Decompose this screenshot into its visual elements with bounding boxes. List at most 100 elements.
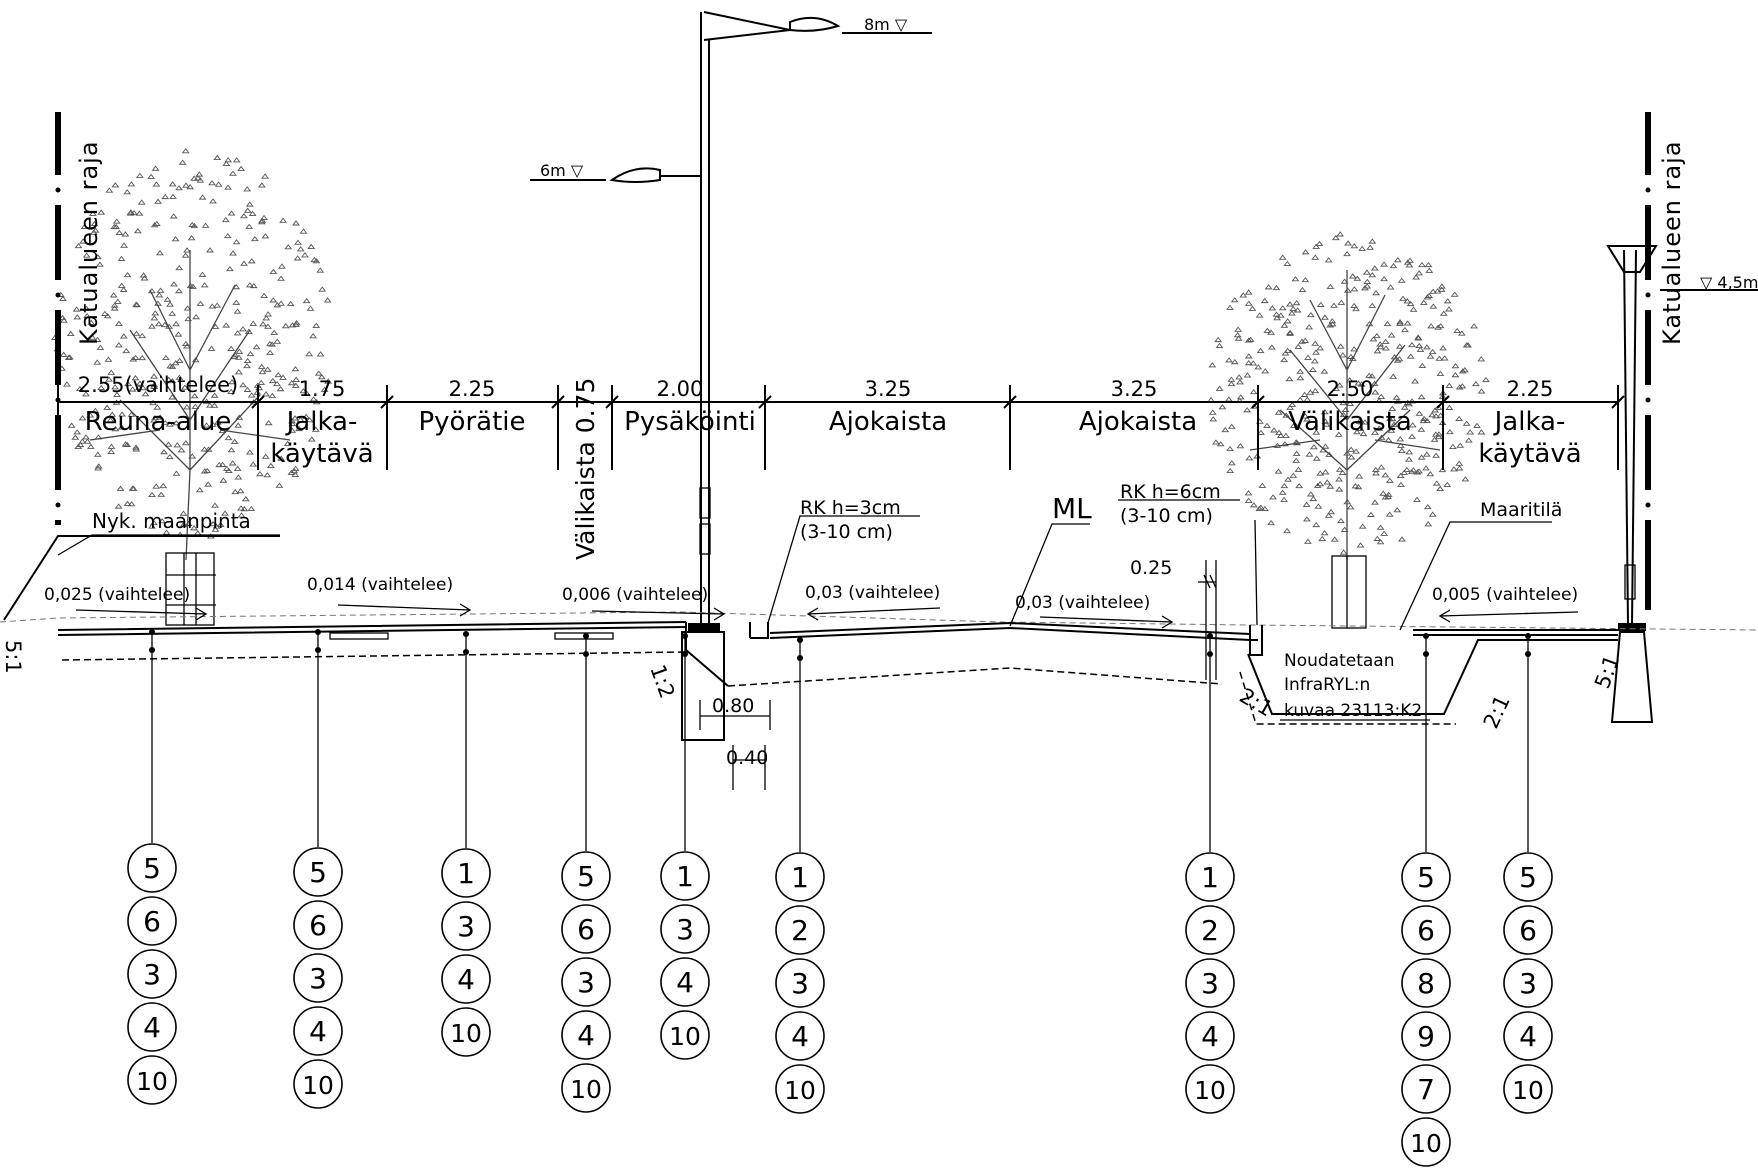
tree-leaf-mark: [82, 434, 90, 440]
tree-leaf-mark: [191, 403, 200, 409]
layer-number-circle: [1401, 852, 1451, 902]
tree-leaf-mark: [302, 390, 311, 396]
tree-leaf-mark: [1425, 292, 1433, 299]
tree-leaf-mark: [1397, 277, 1406, 283]
tree-leaf-mark: [1269, 494, 1277, 500]
tree-leaf-mark: [1315, 240, 1324, 247]
tree-leaf-mark: [1288, 401, 1297, 407]
tree-leaf-mark: [1350, 302, 1358, 309]
slope-jalka-right: 0,005 (vaihtelee): [1432, 585, 1578, 605]
tree-leaf-mark: [1381, 338, 1390, 344]
tree-leaf-mark: [1350, 243, 1359, 249]
tree-leaf-mark: [1456, 442, 1465, 448]
tree-leaf-mark: [1230, 358, 1239, 365]
tree-leaf-mark: [139, 272, 148, 278]
tree-leaf-mark: [113, 391, 121, 397]
tree-leaf-mark: [1437, 286, 1446, 292]
stack-pointer-dot: [1423, 651, 1429, 657]
tree-leaf-mark: [1423, 294, 1432, 300]
tree-leaf-mark: [241, 496, 250, 502]
tree-leaf-mark: [1405, 449, 1414, 455]
layer-number-label: 4: [791, 1020, 809, 1053]
tree-leaf-mark: [1422, 344, 1431, 350]
tree-leaf-mark: [1249, 360, 1258, 366]
tree-leaf-mark: [1263, 422, 1271, 428]
tree-leaf-mark: [1258, 482, 1267, 488]
tree-leaf-mark: [260, 292, 269, 299]
tree-leaf-mark: [108, 411, 117, 417]
tree-leaf-mark: [196, 300, 205, 306]
tree-leaf-mark: [1268, 305, 1277, 311]
tree-leaf-mark: [172, 470, 181, 476]
tree-leaf-mark: [110, 305, 119, 311]
tree-leaf-mark: [1358, 245, 1367, 251]
tree-leaf-mark: [105, 376, 113, 382]
tree-leaf-mark: [1226, 445, 1234, 452]
tree-leaf-mark: [1212, 439, 1220, 445]
tree-leaf-mark: [191, 357, 200, 363]
layer-number-circle: [660, 957, 710, 1007]
tree-leaf-mark: [243, 386, 252, 392]
tree-leaf-mark: [274, 371, 283, 378]
layer-number-circle: [1503, 1011, 1553, 1061]
tree-leaf-mark: [301, 252, 309, 258]
tree-leaf-mark: [312, 258, 321, 264]
tree-leaf-mark: [110, 302, 119, 308]
tree-leaf-mark: [79, 238, 87, 244]
tree-leaf-mark: [1408, 341, 1416, 348]
tree-leaf-mark: [190, 222, 199, 229]
layer-number-label: 5: [309, 856, 327, 889]
tree-leaf-mark: [1246, 336, 1255, 342]
tree-leaf-mark: [1295, 482, 1304, 489]
layer-number-label: 4: [143, 1011, 161, 1044]
tree-leaf-mark: [94, 465, 102, 471]
tree-leaf-mark: [1380, 275, 1388, 282]
tree-leaf-mark: [1320, 368, 1329, 374]
tree-leaf-mark: [117, 282, 126, 288]
tree-leaf-mark: [1431, 431, 1440, 437]
tree-leaf-mark: [227, 345, 236, 351]
tree-leaf-mark: [1300, 391, 1309, 397]
tree-leaf-mark: [198, 194, 207, 200]
tree-leaf-mark: [1470, 323, 1478, 329]
layer-number-label: 2: [1201, 914, 1219, 947]
tree-leaf-mark: [179, 521, 188, 528]
tree-leaf-mark: [221, 216, 230, 223]
tree-leaf-mark: [1407, 468, 1416, 475]
slope-arrows: [75, 603, 1579, 629]
tree-leaf-mark: [86, 412, 95, 418]
tree-leaf-mark: [1450, 466, 1458, 472]
tree-leaf-mark: [59, 351, 68, 357]
zone-width-jalkakaytava-left: 1.75: [299, 377, 346, 401]
tree-leaf-mark: [1275, 429, 1283, 435]
tree-leaf-mark: [1436, 485, 1445, 492]
tree-leaf-mark: [121, 231, 130, 237]
tree-leaf-mark: [1384, 491, 1393, 497]
tree-leaf-mark: [156, 414, 165, 420]
boundary-line-right: [1645, 112, 1651, 610]
tree-leaf-mark: [1385, 511, 1394, 517]
tree-leaf-mark: [1413, 496, 1421, 502]
zone-width-valikaista: 2.50: [1327, 377, 1374, 401]
tree-leaf-mark: [1471, 380, 1480, 387]
tree-leaf-mark: [1418, 261, 1426, 268]
tree-leaf-mark: [183, 305, 192, 311]
tree-leaf-mark: [1396, 319, 1404, 325]
tree-leaf-mark: [1424, 261, 1433, 268]
tree-leaf-mark: [237, 512, 246, 518]
tree-leaf-mark: [100, 310, 109, 316]
tree-leaf-mark: [181, 252, 190, 258]
ratio-2-1-right: 2:1: [1479, 691, 1515, 732]
tree-leaf-mark: [246, 350, 255, 357]
tree-leaf-mark: [1291, 276, 1300, 282]
tree-leaf-mark: [1330, 536, 1339, 542]
stack-pointer-dot: [149, 647, 155, 653]
tree-leaf-mark: [106, 417, 115, 423]
tree-leaf-mark: [1243, 372, 1252, 378]
tree-leaf-mark: [181, 148, 190, 154]
tree-leaf-mark: [96, 261, 104, 267]
tree-leaf-mark: [1326, 283, 1335, 289]
tree-leaf-mark: [1244, 497, 1253, 503]
tree-leaf-mark: [1434, 433, 1443, 440]
tree-leaf-mark: [1422, 451, 1431, 457]
